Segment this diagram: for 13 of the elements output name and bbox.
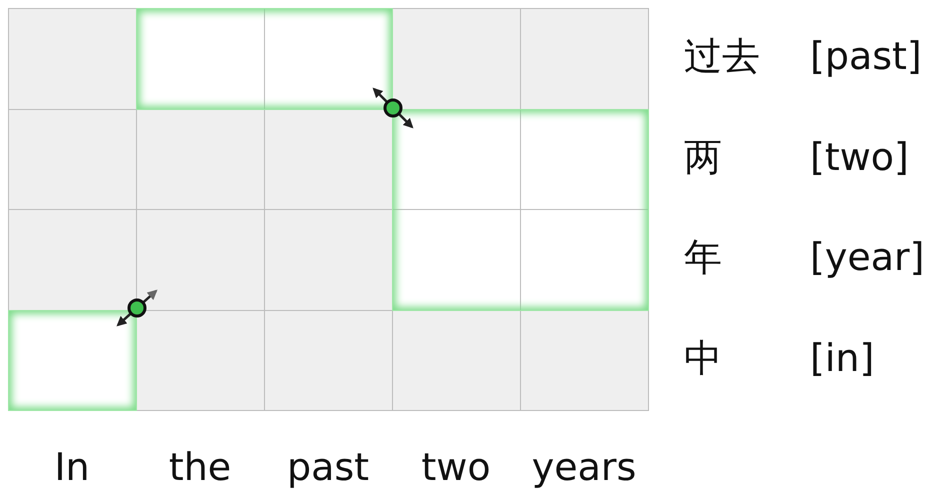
chinese-word: 过去 xyxy=(684,37,760,76)
english-word: the xyxy=(168,448,232,486)
chinese-word: 年 xyxy=(684,238,722,276)
chinese-word: 中 xyxy=(684,338,722,377)
english-gloss: [in] xyxy=(810,338,874,377)
english-word: In xyxy=(54,448,90,486)
english-gloss: [year] xyxy=(810,238,924,276)
english-word: past xyxy=(286,448,370,486)
chinese-word: 两 xyxy=(684,138,722,176)
english-gloss: [past] xyxy=(810,37,922,76)
english-gloss: [two] xyxy=(810,138,909,176)
english-word: years xyxy=(532,448,636,486)
english-word: two xyxy=(421,448,491,486)
